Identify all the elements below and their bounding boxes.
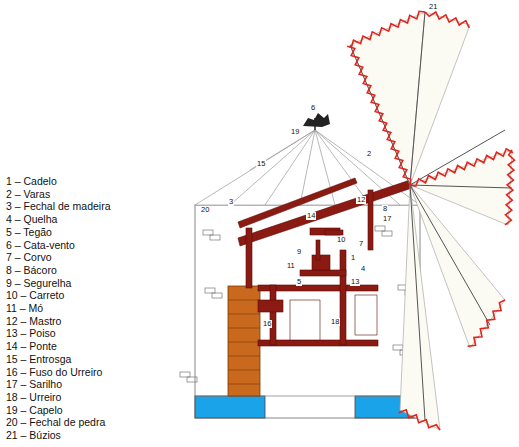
legend-entry: 1 – Cadelo xyxy=(6,176,57,187)
zigzag-stroke xyxy=(468,300,505,346)
zigzag-stroke xyxy=(351,11,425,47)
callout-number: 8 xyxy=(382,205,388,213)
legend-entry: 3 – Fechal de madeira xyxy=(6,201,110,212)
callout-number: 5 xyxy=(296,278,302,286)
callout-number: 12 xyxy=(356,196,366,204)
sails xyxy=(350,12,512,430)
callout-number: 3 xyxy=(228,198,234,206)
legend-entry: 9 – Segurelha xyxy=(6,278,71,289)
callout-number: 6 xyxy=(310,104,316,112)
zigzag-stroke xyxy=(505,150,515,225)
legend-entry: 15 – Entrosga xyxy=(6,354,71,365)
callout-number: 16 xyxy=(262,320,272,328)
callout-number: 15 xyxy=(256,160,266,168)
callout-number: 9 xyxy=(296,248,302,256)
callout-number: 10 xyxy=(336,236,346,244)
legend-entry: 2 – Varas xyxy=(6,189,50,200)
legend-entry: 16 – Fuso do Urreiro xyxy=(6,367,102,378)
callout-number: 13 xyxy=(350,278,360,286)
legend-entry: 21 – Búzios xyxy=(6,430,61,441)
wall-bricks xyxy=(180,226,415,382)
zigzag-stroke xyxy=(347,46,411,185)
zigzag-stroke xyxy=(425,12,469,28)
callout-number: 11 xyxy=(286,262,296,270)
callout-number: 2 xyxy=(366,150,372,158)
legend-entry: 12 – Mastro xyxy=(6,316,61,327)
callout-number: 14 xyxy=(306,212,316,220)
legend-entry: 5 – Tegão xyxy=(6,227,52,238)
legend-entry: 13 – Poiso xyxy=(6,328,56,339)
callout-number: 19 xyxy=(290,128,300,136)
machinery xyxy=(238,178,412,346)
legend-entry: 7 – Corvo xyxy=(6,252,52,263)
callout-number: 21 xyxy=(428,3,438,11)
legend-entry: 19 – Capelo xyxy=(6,405,63,416)
callout-number: 20 xyxy=(200,206,210,214)
zigzag-stroke xyxy=(410,149,513,186)
legend-entry: 17 – Sarilho xyxy=(6,379,62,390)
wind-vane xyxy=(303,113,330,130)
stairs xyxy=(228,286,260,396)
callout-number: 18 xyxy=(330,318,340,326)
callout-number: 1 xyxy=(350,254,356,262)
callout-number: 4 xyxy=(360,265,366,273)
legend-entry: 11 – Mó xyxy=(6,303,43,314)
legend-entry: 20 – Fechal de pedra xyxy=(6,417,105,428)
legend-entry: 10 – Carreto xyxy=(6,290,64,301)
legend-entry: 14 – Ponte xyxy=(6,341,57,352)
legend-entry: 6 – Cata-vento xyxy=(6,240,75,251)
buzios-zigzag xyxy=(347,11,514,430)
legend-entry: 8 – Bácoro xyxy=(6,265,57,276)
zigzag-stroke xyxy=(399,410,440,430)
callout-number: 7 xyxy=(358,240,364,248)
legend-entry: 18 – Urreiro xyxy=(6,392,61,403)
legend-entry: 4 – Quelha xyxy=(6,214,57,225)
callout-number: 17 xyxy=(382,215,392,223)
mill-tower xyxy=(195,205,420,418)
